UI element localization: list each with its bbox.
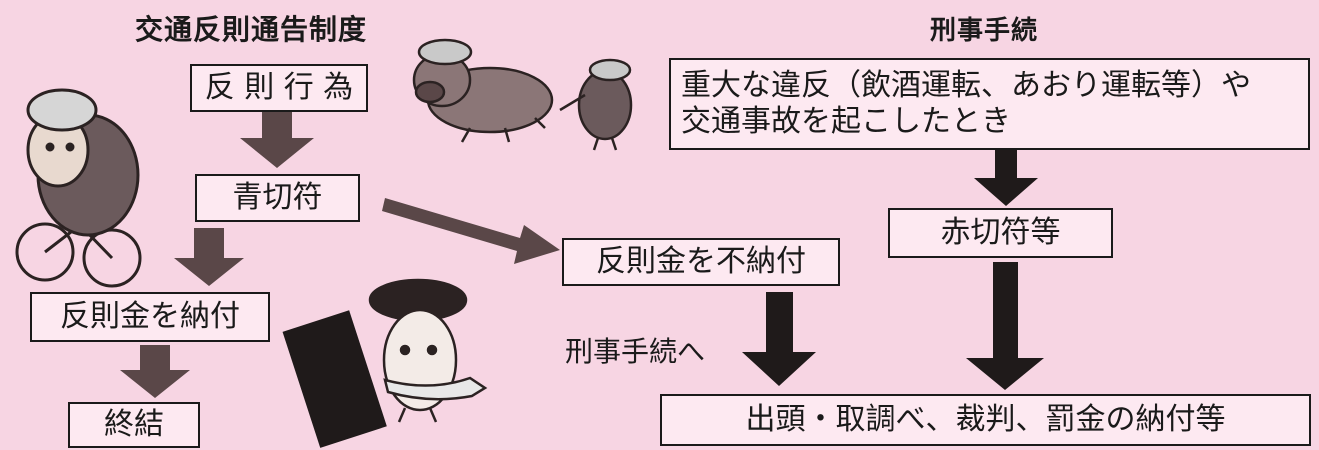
arrow-serious-to-red-ticket <box>974 150 1038 206</box>
blue-ticket-box: 青切符 <box>195 174 360 222</box>
sheep-cyclist-illustration <box>15 88 142 288</box>
arrow-nonpayment-to-final <box>742 292 816 386</box>
left-flow-title: 交通反則通告制度 <box>135 13 368 46</box>
kiwi-bird-illustration <box>559 58 633 151</box>
to-criminal-procedure-label: 刑事手続へ <box>565 335 706 368</box>
red-ticket-box: 赤切符等 <box>888 208 1113 258</box>
payment-box: 反則金を納付 <box>30 292 270 342</box>
serious-violation-line1: 重大な違反（飲酒運転、あおり運転等）や <box>681 68 1251 103</box>
violation-box: 反 則 行 為 <box>190 64 368 112</box>
final-outcome-box: 出頭・取調べ、裁判、罰金の納付等 <box>660 394 1311 446</box>
nonpayment-box: 反則金を不納付 <box>562 238 840 286</box>
arrow-violation-to-blue-ticket <box>240 112 314 168</box>
arrow-blue-ticket-to-nonpayment <box>382 198 560 264</box>
boar-mascot-illustration <box>412 38 554 143</box>
serious-violation-box: 重大な違反（飲酒運転、あおり運転等）や 交通事故を起こしたとき <box>669 58 1310 150</box>
end-box: 終結 <box>68 402 200 448</box>
black-board-illustration <box>282 310 387 448</box>
arrow-red-ticket-to-final <box>966 262 1044 390</box>
arrow-blue-ticket-to-payment <box>174 228 244 286</box>
penguin-officer-illustration <box>368 278 488 423</box>
right-flow-title: 刑事手続 <box>930 16 1039 46</box>
arrow-payment-to-end <box>120 345 190 398</box>
serious-violation-line2: 交通事故を起こしたとき <box>681 104 1011 139</box>
